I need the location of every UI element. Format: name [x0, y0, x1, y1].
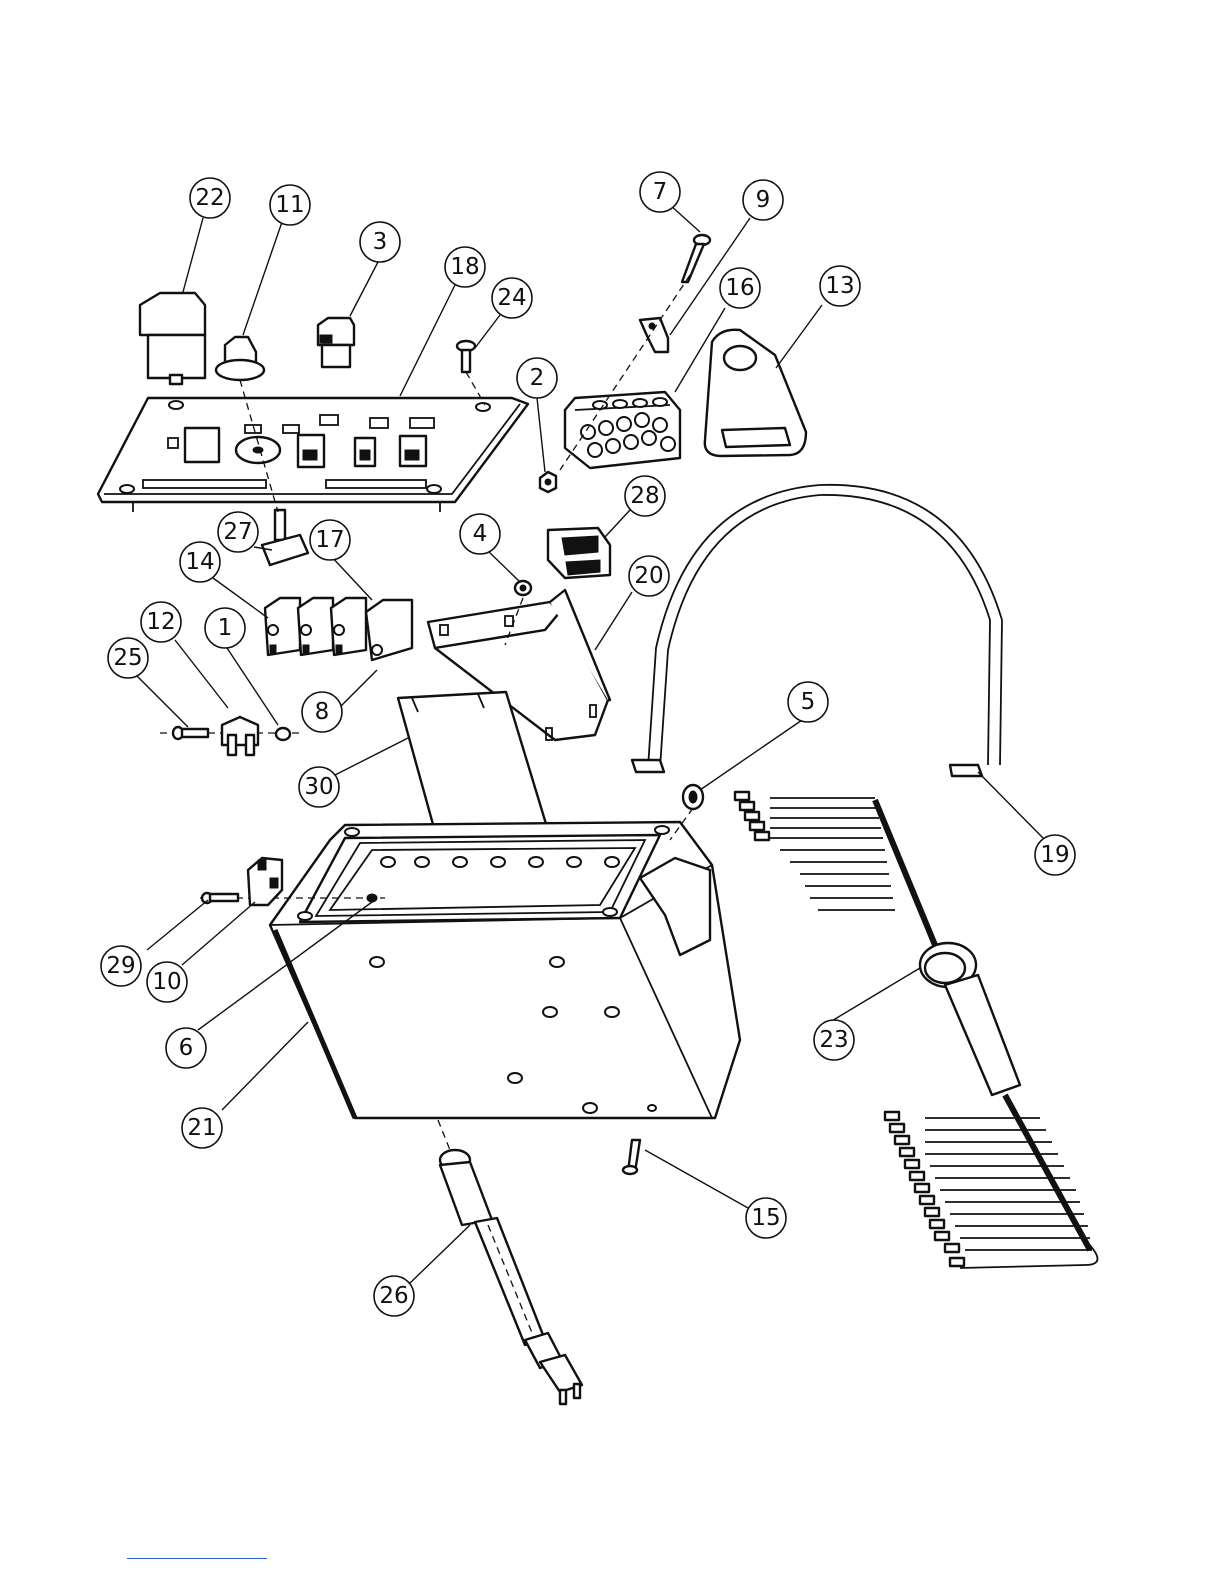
callout-4: 4	[460, 514, 500, 554]
part-4-nut	[515, 581, 531, 595]
callout-22: 22	[190, 178, 230, 218]
leader-lines	[137, 205, 1045, 1283]
callout-label-10: 10	[152, 969, 181, 995]
callout-label-3: 3	[373, 229, 388, 255]
callout-label-13: 13	[825, 273, 854, 299]
callout-5: 5	[788, 682, 828, 722]
callout-label-17: 17	[315, 527, 344, 553]
part-14-relay-bank	[265, 598, 412, 660]
callout-label-11: 11	[275, 192, 304, 218]
callout-label-23: 23	[819, 1027, 848, 1053]
callout-9: 9	[743, 180, 783, 220]
part-28-connector	[548, 528, 610, 578]
callout-label-22: 22	[195, 185, 224, 211]
part-3-small-switch	[318, 318, 354, 367]
part-2-nut	[540, 472, 556, 492]
callout-label-27: 27	[223, 519, 252, 545]
callout-8: 8	[302, 692, 342, 732]
callout-13: 13	[820, 266, 860, 306]
callout-12: 12	[141, 602, 181, 642]
callout-27: 27	[218, 512, 258, 552]
callout-label-25: 25	[113, 645, 142, 671]
callout-7: 7	[640, 172, 680, 212]
footer-rule	[127, 1558, 267, 1559]
callout-label-1: 1	[218, 615, 233, 641]
callout-20: 20	[629, 556, 669, 596]
callout-label-20: 20	[634, 563, 663, 589]
callout-label-26: 26	[379, 1283, 408, 1309]
callout-16: 16	[720, 268, 760, 308]
callout-18: 18	[445, 247, 485, 287]
callout-26: 26	[374, 1276, 414, 1316]
callout-21: 21	[182, 1108, 222, 1148]
callout-17: 17	[310, 520, 350, 560]
callout-label-7: 7	[653, 179, 668, 205]
part-16-terminal-block	[565, 392, 680, 468]
callout-3: 3	[360, 222, 400, 262]
callout-30: 30	[299, 767, 339, 807]
part-19-wire-loop	[632, 485, 1002, 776]
part-26-power-cord	[438, 1120, 582, 1404]
callout-label-24: 24	[497, 285, 526, 311]
callout-label-15: 15	[751, 1205, 780, 1231]
part-18-front-panel	[98, 398, 528, 512]
callout-14: 14	[180, 542, 220, 582]
callout-label-16: 16	[725, 275, 754, 301]
callout-10: 10	[147, 962, 187, 1002]
callout-1: 1	[205, 608, 245, 648]
callout-label-14: 14	[185, 549, 214, 575]
callout-label-8: 8	[315, 699, 330, 725]
callout-19: 19	[1035, 835, 1075, 875]
part-15-screw	[623, 1140, 640, 1174]
callout-29: 29	[101, 946, 141, 986]
callout-28: 28	[625, 476, 665, 516]
part-9-bracket	[640, 318, 668, 352]
callout-label-5: 5	[801, 689, 816, 715]
callout-24: 24	[492, 278, 532, 318]
callout-label-12: 12	[146, 609, 175, 635]
callout-23: 23	[814, 1020, 854, 1060]
callout-label-4: 4	[473, 521, 488, 547]
callout-11: 11	[270, 185, 310, 225]
callout-label-2: 2	[530, 365, 545, 391]
callout-25: 25	[108, 638, 148, 678]
part-27-potentiometer	[262, 510, 308, 565]
callout-label-18: 18	[450, 254, 479, 280]
part-7-long-screw	[682, 235, 710, 282]
callout-label-21: 21	[187, 1115, 216, 1141]
callout-label-19: 19	[1040, 842, 1069, 868]
callout-6: 6	[166, 1028, 206, 1068]
callout-label-30: 30	[304, 774, 333, 800]
part-25-12-1-fasteners	[160, 717, 300, 755]
callout-15: 15	[746, 1198, 786, 1238]
callout-label-6: 6	[179, 1035, 194, 1061]
part-5-grommet	[683, 785, 703, 809]
part-21-housing	[270, 822, 740, 1118]
callout-label-28: 28	[630, 483, 659, 509]
callout-2: 2	[517, 358, 557, 398]
callout-label-29: 29	[106, 953, 135, 979]
part-24-screw	[457, 341, 475, 372]
part-11-knob	[216, 337, 264, 380]
callout-label-9: 9	[756, 187, 771, 213]
part-22-rocker-switch	[140, 293, 205, 384]
